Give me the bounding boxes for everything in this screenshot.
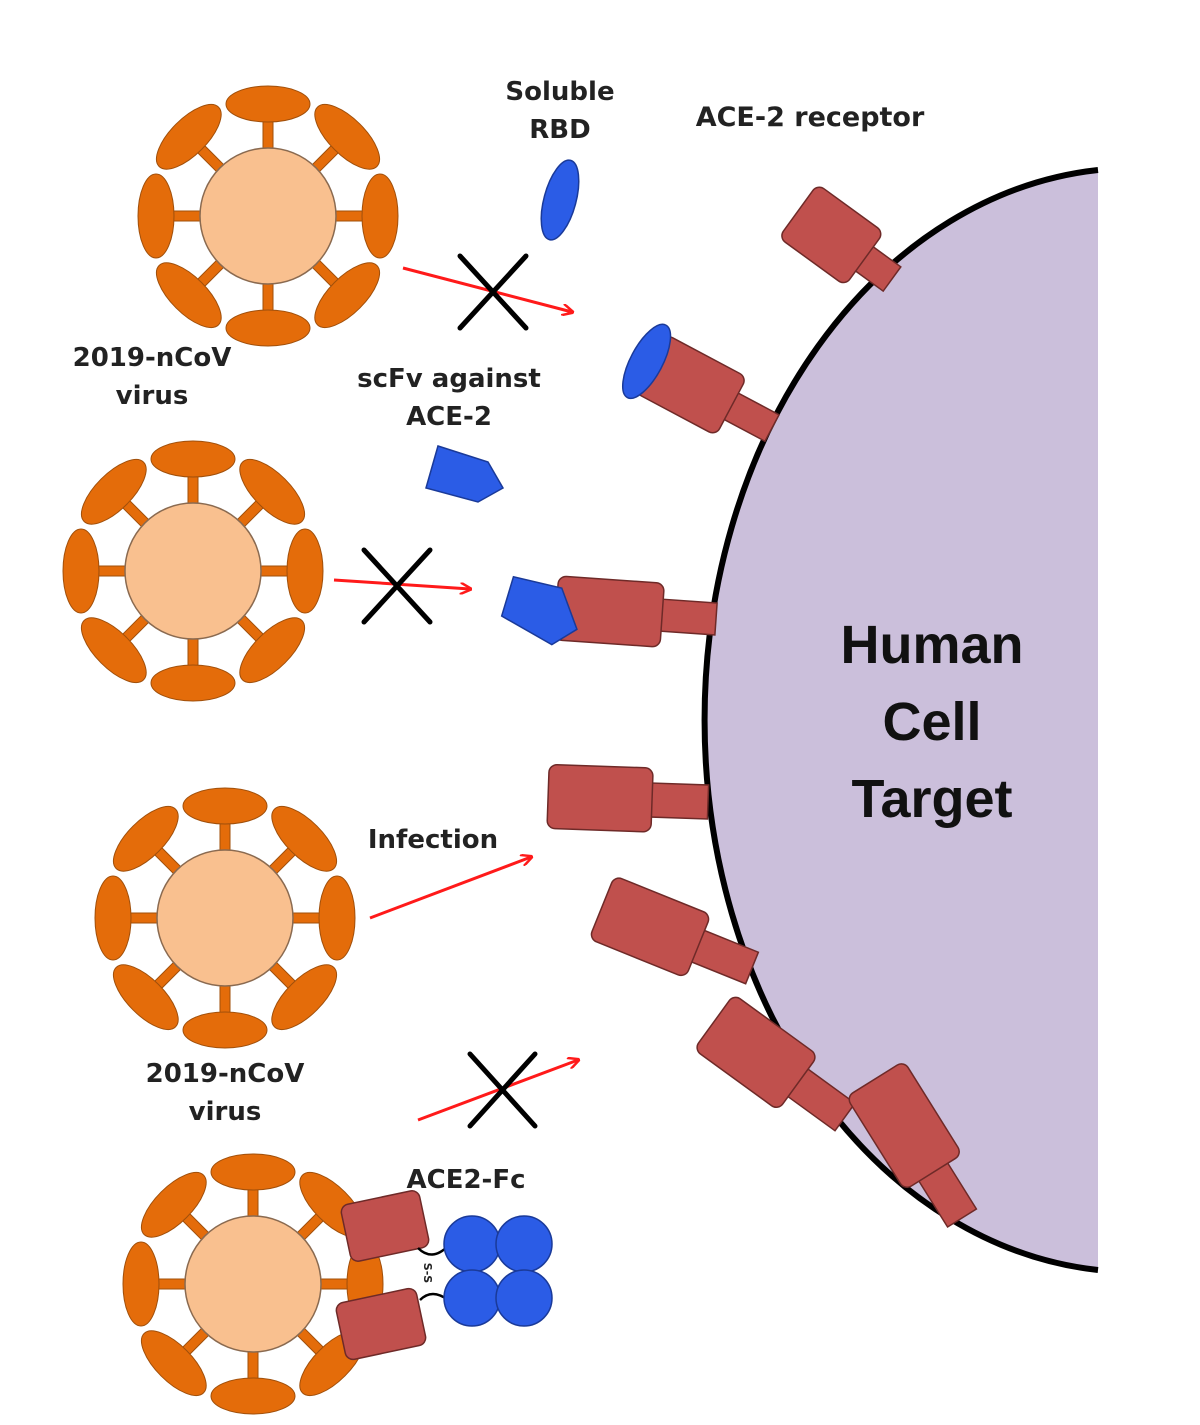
blocked-arrow-scfv [333, 578, 470, 589]
spike-protein [210, 1153, 296, 1221]
spike-protein [225, 279, 311, 347]
ace2-receptor-1 [781, 186, 902, 293]
spike-protein [234, 458, 306, 530]
infection-label: Infection [368, 825, 498, 855]
spike-protein [80, 612, 152, 684]
spike-protein [62, 528, 130, 614]
blocked-arrow-ace2fc [417, 1060, 578, 1122]
spike-protein [210, 1347, 296, 1415]
spike-protein [150, 440, 236, 508]
soluble-rbd-bound [621, 323, 672, 400]
scfv-label-line1: scFv against [357, 364, 541, 394]
virus-core [184, 1215, 322, 1353]
disulfide-label: S-S [421, 1263, 434, 1283]
soluble-rbd-label-line1: Soluble [505, 77, 614, 107]
human-cell [704, 170, 1098, 1270]
block-cross-rbd [457, 253, 529, 331]
virus-bottom-label-line2: virus [189, 1097, 262, 1127]
virus-core [124, 502, 262, 640]
soluble-rbd-label-line2: RBD [529, 115, 590, 145]
spike-protein [266, 959, 338, 1031]
spike-protein [140, 1325, 212, 1397]
spike-protein [225, 85, 311, 153]
spike-protein [150, 634, 236, 702]
spike-protein [80, 458, 152, 530]
spike-protein [94, 875, 162, 961]
spike-protein [182, 787, 268, 855]
virus-core [199, 147, 337, 285]
spike-protein [288, 875, 356, 961]
virus-core [156, 849, 294, 987]
virus-scfv [62, 440, 324, 702]
fc-domain-3 [443, 1269, 501, 1327]
ace2-fc-receptor-top [340, 1190, 430, 1262]
cell-label-line3: Target [851, 769, 1012, 829]
spike-protein [309, 103, 381, 175]
spike-protein [137, 173, 205, 259]
spike-protein [234, 612, 306, 684]
spike-protein [140, 1171, 212, 1243]
ace2-receptor-label: ACE-2 receptor [696, 102, 925, 133]
ace2-fc-receptor-bottom [335, 1287, 427, 1361]
spike-protein [112, 959, 184, 1031]
virus-top [137, 85, 399, 347]
virus-top-label-line2: virus [116, 381, 189, 411]
cell-label-line2: Cell [882, 692, 981, 752]
spike-protein [266, 805, 338, 877]
ace2-receptor-6 [696, 996, 857, 1132]
spike-protein [331, 173, 399, 259]
blocked-arrow-rbd [402, 266, 572, 312]
scfv-label-line2: ACE-2 [406, 402, 492, 432]
virus-top-label-line1: 2019-nCoV [73, 343, 232, 373]
scfv-bound [500, 575, 578, 646]
fc-domain-1 [443, 1215, 501, 1273]
ace2-receptor-5 [590, 877, 760, 985]
soluble-rbd [540, 159, 580, 241]
fc-domain-2 [495, 1215, 553, 1273]
block-cross-ace2fc [467, 1051, 538, 1129]
cell-membrane [701, 167, 1099, 1273]
spike-protein [155, 103, 227, 175]
spike-protein [256, 528, 324, 614]
scfv [425, 445, 505, 503]
infection-arrow [369, 857, 531, 920]
block-cross-scfv [361, 547, 433, 625]
ace2-receptor-rbd-bound [621, 323, 781, 443]
virus-bottom-label-line1: 2019-nCoV [146, 1059, 305, 1089]
virus-infection [94, 787, 356, 1049]
cell-label-line1: Human [840, 615, 1023, 675]
spike-protein [182, 981, 268, 1049]
fc-domain-4 [495, 1269, 553, 1327]
ace2-receptor-7 [848, 1063, 978, 1229]
spike-protein [155, 257, 227, 329]
ace2-receptor-scfv-bound [500, 575, 718, 648]
ace2-fc-label: ACE2-Fc [406, 1165, 525, 1195]
spike-protein [112, 805, 184, 877]
ace2-receptor-infection [546, 763, 710, 833]
spike-protein [122, 1241, 190, 1327]
virus-ace2fc [122, 1153, 384, 1415]
ace2-fc-decoy: S-S [335, 1190, 553, 1361]
